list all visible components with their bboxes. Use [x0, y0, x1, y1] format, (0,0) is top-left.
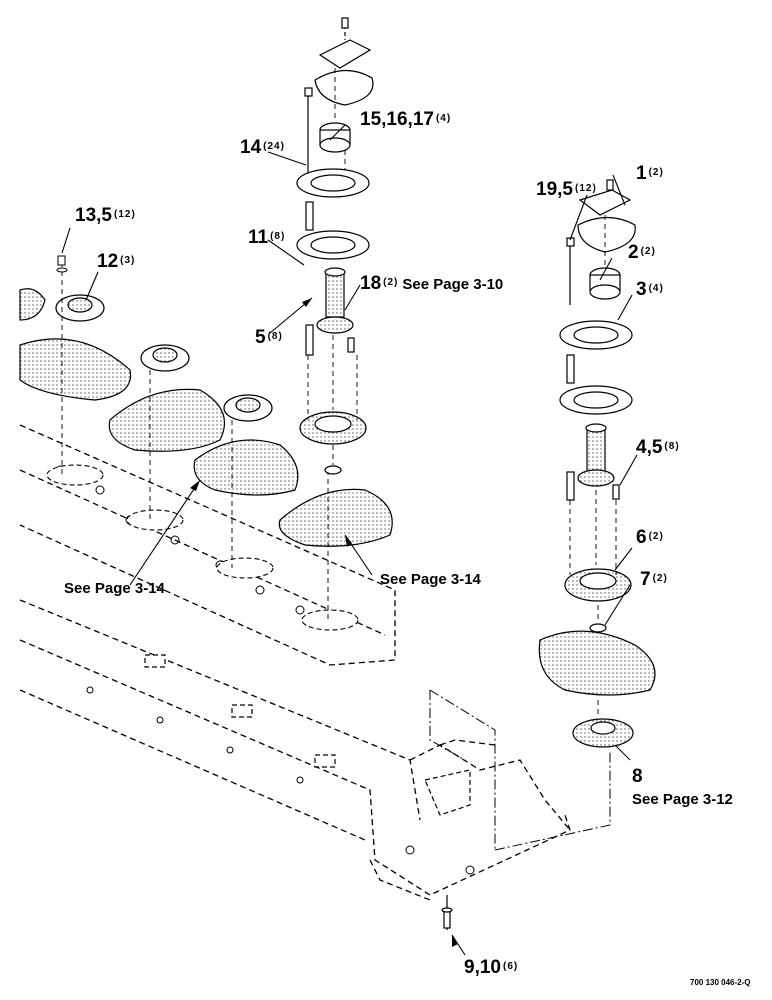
- disc-module-2: [108, 388, 226, 452]
- callout-number: 12: [97, 251, 119, 272]
- callout-number: 18: [360, 273, 382, 294]
- callout-number: 5: [255, 327, 266, 348]
- callout-page-reference: See Page 3-10: [402, 276, 504, 293]
- callout-13-5: 13,5(12): [75, 206, 136, 225]
- callout-number: 1: [636, 163, 647, 184]
- callout-quantity: (4): [435, 113, 452, 124]
- callout-quantity: (2): [640, 246, 656, 257]
- callout-7: 7(2): [640, 570, 668, 589]
- callout-number: 14: [240, 137, 262, 158]
- callout-number: 11: [248, 227, 269, 248]
- callout-3: 3(4): [636, 280, 664, 299]
- frame-brackets: [144, 654, 471, 816]
- callout-number: 7: [640, 569, 651, 590]
- callout-number: 19,5: [536, 179, 573, 200]
- note-see-page-3-14-left: See Page 3-14: [64, 580, 165, 597]
- callout-5: 5(8): [255, 328, 283, 347]
- bolt-9-10: [441, 895, 453, 930]
- callout-number: 6: [636, 527, 647, 548]
- callout-4-5: 4,5(8): [636, 438, 680, 457]
- callout-quantity: (2): [652, 573, 668, 584]
- leader-arrowheads: [190, 298, 458, 947]
- frame-holes: [55, 465, 475, 875]
- note-see-page-3-14-right: See Page 3-14: [380, 571, 481, 588]
- left-caps: [55, 294, 273, 422]
- callout-6: 6(2): [636, 528, 664, 547]
- callout-9-10: 9,10(6): [464, 958, 518, 977]
- callout-12: 12(3): [97, 252, 135, 271]
- callout-quantity: (2): [383, 277, 399, 288]
- callout-number: 15,16,17: [360, 109, 434, 130]
- callout-8: 8: [632, 767, 643, 786]
- left-disc-row: [19, 288, 393, 547]
- cutterbar-frame: [19, 424, 571, 901]
- callout-number: 2: [628, 242, 639, 263]
- bolt-13-5: [56, 255, 68, 273]
- drawing-id: 700 130 046-2-Q: [690, 978, 751, 987]
- callout-number: 3: [636, 279, 647, 300]
- callout-14: 14(24): [240, 138, 285, 157]
- center-stack: [296, 17, 374, 475]
- callout-quantity: (4): [648, 283, 664, 294]
- callout-number: 8: [632, 766, 643, 787]
- callout-quantity: (3): [120, 255, 136, 266]
- disc-module-4: [278, 488, 393, 547]
- callout-quantity: (12): [574, 183, 597, 194]
- callout-18: 18(2)See Page 3-10: [360, 274, 503, 293]
- center-guide-lines: [307, 68, 358, 465]
- disc-module-1: [19, 338, 132, 401]
- callout-11: 11(8): [248, 228, 285, 247]
- mounting-bracket-outline: [429, 689, 611, 851]
- callout-19-5: 19,5(12): [536, 180, 597, 199]
- left-guide-lines: [61, 262, 329, 620]
- right-guide-lines: [569, 215, 617, 718]
- callout-quantity: (24): [263, 141, 285, 152]
- callout-number: 9,10: [464, 957, 501, 978]
- leader-lines: [61, 124, 638, 956]
- callout-number: 4,5: [636, 437, 663, 458]
- callout-2: 2(2): [628, 243, 656, 262]
- callout-quantity: (8): [267, 331, 283, 342]
- callout-number: 13,5: [75, 205, 112, 226]
- callout-quantity: (8): [664, 441, 680, 452]
- callout-quantity: (6): [502, 961, 519, 972]
- callout-1: 1(2): [636, 164, 664, 183]
- disc-module-3: [193, 439, 299, 496]
- callout-quantity: (2): [648, 531, 664, 542]
- note-see-page-3-12: See Page 3-12: [632, 791, 733, 808]
- callout-quantity: (8): [270, 231, 286, 242]
- disc-module-0: [19, 288, 46, 321]
- callout-quantity: (2): [648, 167, 664, 178]
- right-stack: [538, 179, 656, 748]
- callout-15-16-17: 15,16,17(4): [360, 110, 451, 129]
- drive-hubs-lower: [46, 464, 359, 631]
- callout-quantity: (12): [113, 209, 136, 220]
